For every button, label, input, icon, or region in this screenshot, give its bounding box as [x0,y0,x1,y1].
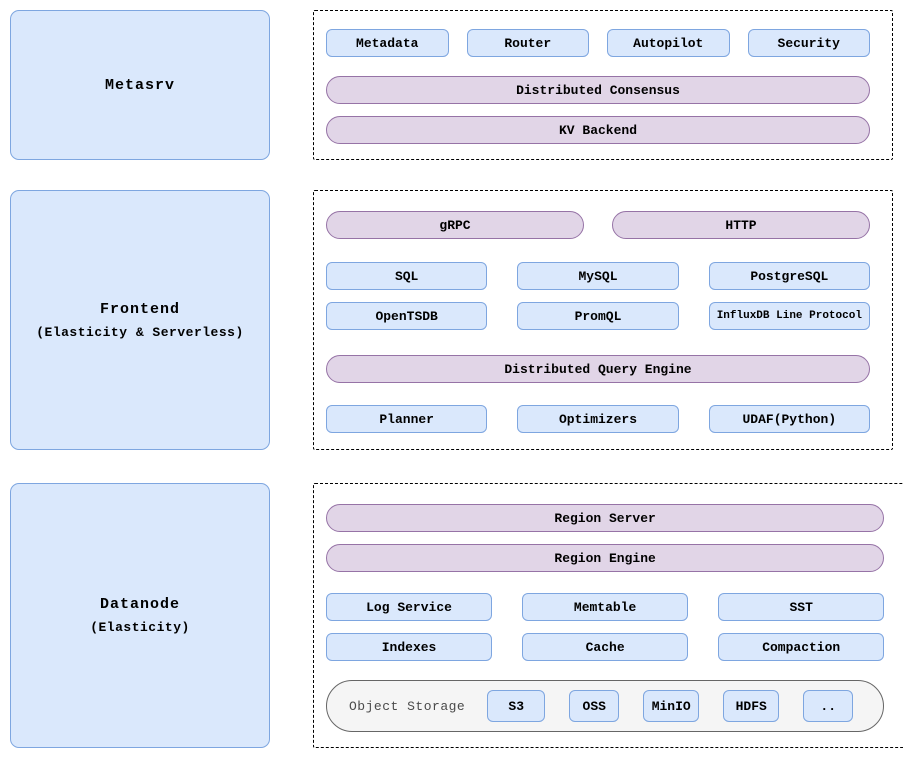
datanode-engine-row1: Log Service Memtable SST [326,593,885,621]
object-storage-label: Object Storage [349,698,466,714]
frontend-engine-row: Planner Optimizers UDAF(Python) [326,405,870,433]
object-storage-group: Object Storage S3 OSS MinIO HDFS .. [326,680,885,732]
node-minio: MinIO [643,690,700,722]
node-opentsdb: OpenTSDB [326,302,488,330]
datanode-engine-row2: Indexes Cache Compaction [326,633,885,661]
node-promql: PromQL [517,302,679,330]
node-sst: SST [718,593,885,621]
metasrv-label-box: Metasrv [10,10,270,160]
frontend-label-box: Frontend (Elasticity & Serverless) [10,190,270,450]
datanode-tier: Datanode (Elasticity) Region Server Regi… [10,483,903,748]
metasrv-components-row: Metadata Router Autopilot Security [326,29,870,57]
pill-http: HTTP [612,211,870,239]
metasrv-panel: Metadata Router Autopilot Security Distr… [313,10,893,160]
node-sql: SQL [326,262,488,290]
datanode-subtitle: (Elasticity) [90,620,190,635]
node-optimizers: Optimizers [517,405,679,433]
node-mysql: MySQL [517,262,679,290]
node-postgresql: PostgreSQL [708,262,870,290]
metasrv-tier: Metasrv Metadata Router Autopilot Securi… [10,10,893,160]
node-router: Router [466,29,589,57]
pill-distributed-consensus: Distributed Consensus [326,76,870,104]
frontend-entry-row: gRPC HTTP [326,211,870,239]
pill-distributed-query-engine: Distributed Query Engine [326,355,870,383]
datanode-panel: Region Server Region Engine Log Service … [313,483,903,748]
node-udaf-python: UDAF(Python) [708,405,870,433]
node-log-service: Log Service [326,593,493,621]
pill-grpc: gRPC [326,211,584,239]
pill-region-server: Region Server [326,504,885,532]
frontend-tier: Frontend (Elasticity & Serverless) gRPC … [10,190,893,450]
frontend-title: Frontend [99,300,180,318]
frontend-protocols-row1: SQL MySQL PostgreSQL [326,262,870,290]
metasrv-title: Metasrv [104,76,175,94]
node-influxdb-line-protocol: InfluxDB Line Protocol [708,302,870,330]
datanode-title: Datanode [99,596,180,613]
node-security: Security [747,29,870,57]
frontend-protocols-row2: OpenTSDB PromQL InfluxDB Line Protocol [326,302,870,330]
node-planner: Planner [326,405,488,433]
node-metadata: Metadata [326,29,449,57]
node-indexes: Indexes [326,633,493,661]
node-memtable: Memtable [522,593,689,621]
frontend-panel: gRPC HTTP SQL MySQL PostgreSQL OpenTSDB … [313,190,893,450]
pill-region-engine: Region Engine [326,544,885,572]
frontend-subtitle: (Elasticity & Serverless) [36,324,244,340]
node-oss: OSS [569,690,620,722]
node-hdfs: HDFS [723,690,780,722]
node-s3: S3 [487,690,546,722]
node-autopilot: Autopilot [607,29,730,57]
node-other-storage: .. [803,690,854,722]
pill-kv-backend: KV Backend [326,116,870,144]
object-storage-backends: S3 OSS MinIO HDFS .. [487,690,854,722]
node-cache: Cache [522,633,689,661]
datanode-label-box: Datanode (Elasticity) [10,483,270,748]
node-compaction: Compaction [718,633,885,661]
